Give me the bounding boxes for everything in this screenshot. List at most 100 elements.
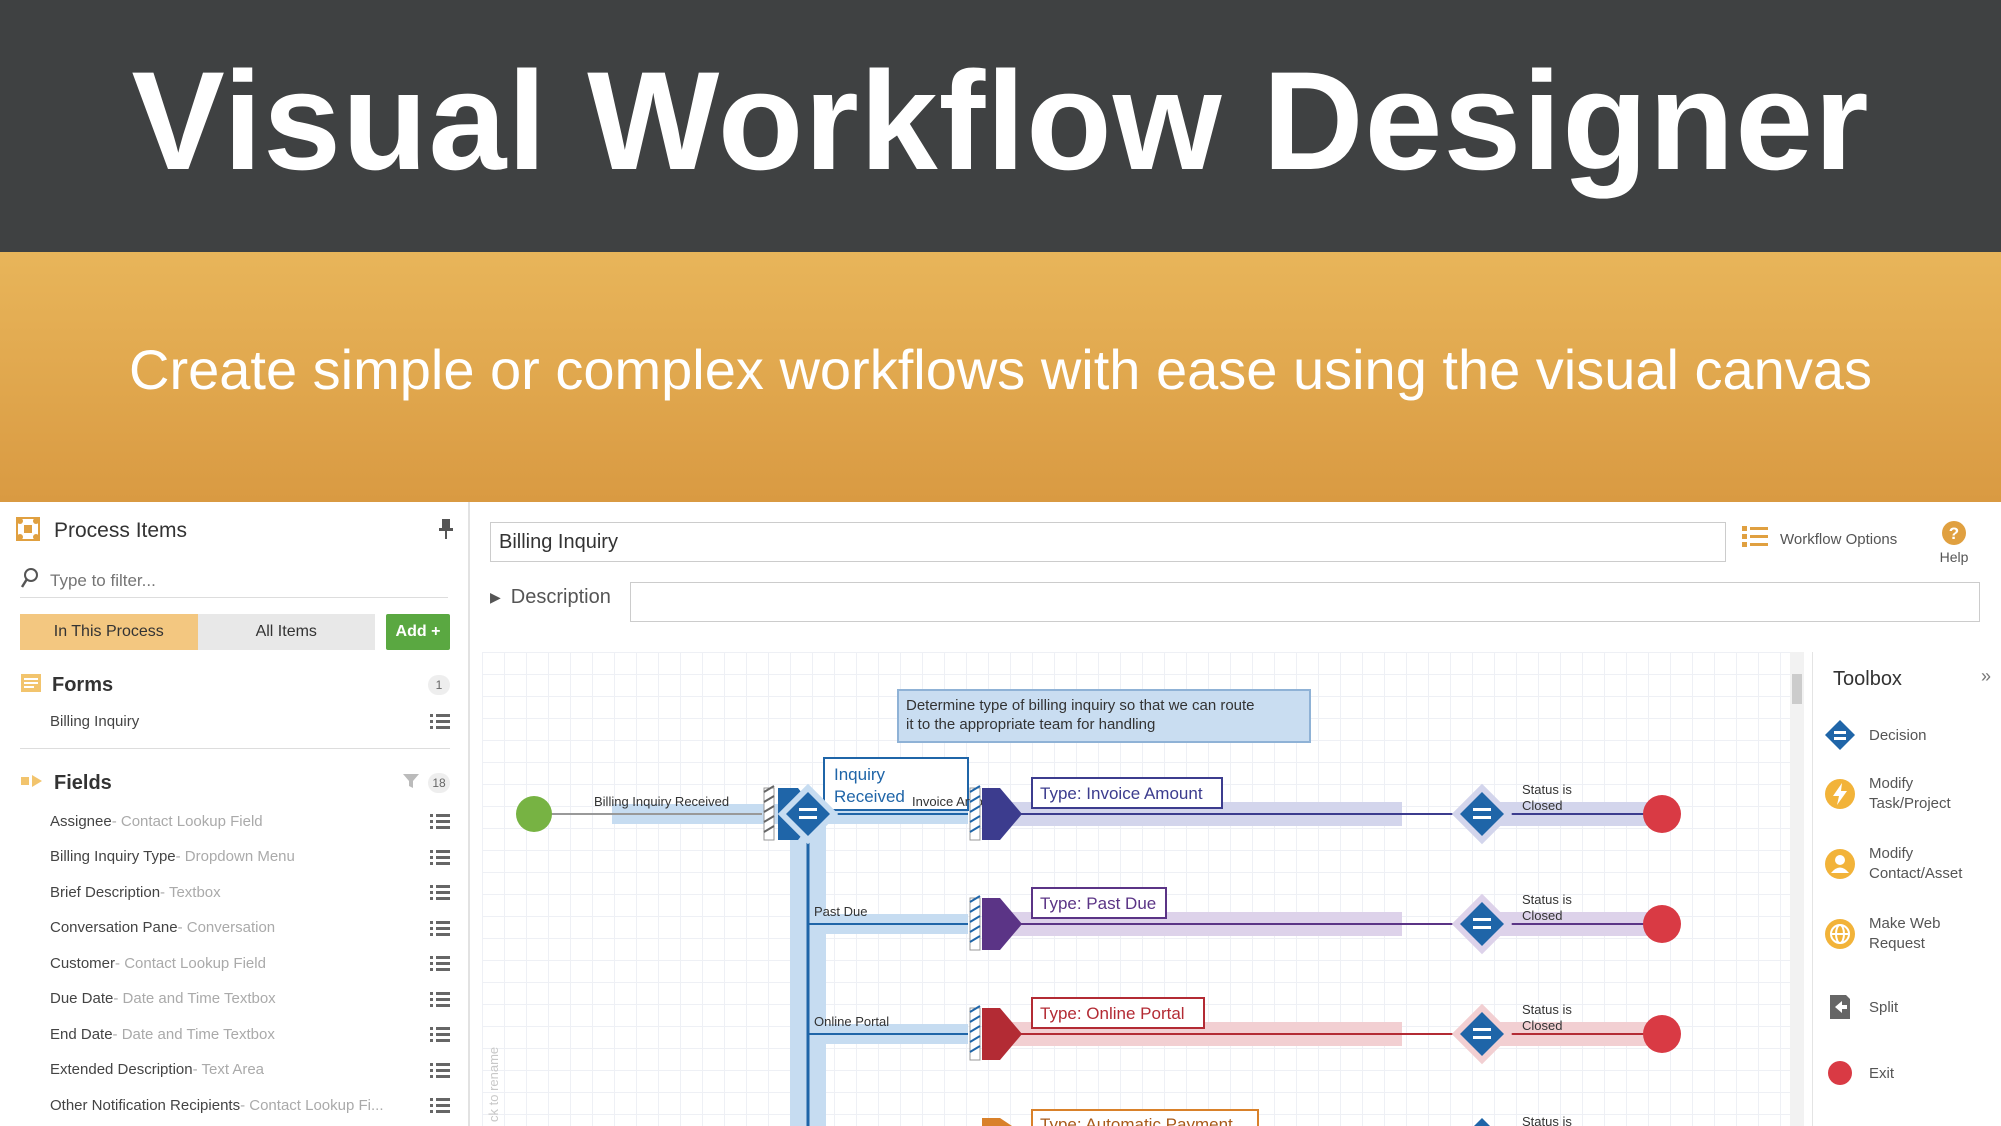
branch-label-past-due: Past Due bbox=[814, 904, 867, 919]
field-type: - Contact Lookup Fi... bbox=[240, 1096, 384, 1114]
toolbox-item-exit[interactable]: Exit bbox=[1823, 1056, 1998, 1090]
status-label-1a: Status is bbox=[1522, 782, 1572, 797]
list-icon[interactable] bbox=[430, 712, 450, 734]
field-row[interactable]: Assignee - Contact Lookup Field bbox=[50, 806, 450, 836]
globe-icon bbox=[1823, 917, 1857, 951]
type-label-automatic: Type: Automatic Payment bbox=[1040, 1115, 1233, 1126]
field-row[interactable]: Billing Inquiry Type - Dropdown Menu bbox=[50, 842, 450, 872]
canvas-scrollbar[interactable] bbox=[1790, 652, 1804, 1126]
tab-all-items[interactable]: All Items bbox=[197, 614, 375, 650]
end-node-3[interactable] bbox=[1643, 1015, 1681, 1053]
status-label-4a: Status is bbox=[1522, 1114, 1572, 1126]
end-node-1[interactable] bbox=[1643, 795, 1681, 833]
toolbox-item-split[interactable]: Split bbox=[1823, 990, 1998, 1024]
status-label-2b: Closed bbox=[1522, 908, 1562, 923]
list-icon[interactable] bbox=[430, 1096, 450, 1118]
help-label: Help bbox=[1939, 549, 1969, 565]
forms-section-header[interactable]: Forms 1 bbox=[20, 670, 450, 700]
list-icon[interactable] bbox=[430, 883, 450, 905]
field-type: - Contact Lookup Field bbox=[111, 812, 263, 830]
start-label: Billing Inquiry Received bbox=[594, 794, 729, 809]
workflow-options-button[interactable]: Workflow Options bbox=[1742, 524, 1897, 554]
list-icon[interactable] bbox=[430, 1025, 450, 1047]
field-type: - Contact Lookup Field bbox=[115, 954, 266, 972]
description-toggle[interactable]: ▶ Description bbox=[490, 586, 611, 609]
start-node[interactable] bbox=[516, 796, 552, 832]
status-label-1b: Closed bbox=[1522, 798, 1562, 813]
fields-label: Fields bbox=[54, 771, 112, 794]
field-name: Due Date bbox=[50, 990, 114, 1007]
lane-automatic-payment[interactable]: Type: Automatic Payment Status is bbox=[982, 1109, 1572, 1126]
field-row[interactable]: Brief Description - Textbox bbox=[50, 877, 450, 907]
help-button[interactable]: ? Help bbox=[1938, 520, 1970, 565]
field-row[interactable]: Due Date - Date and Time Textbox bbox=[50, 984, 450, 1014]
workflow-name-input[interactable]: Billing Inquiry bbox=[490, 522, 1726, 562]
scrollbar-thumb[interactable] bbox=[1792, 674, 1802, 704]
process-items-header: Process Items bbox=[14, 516, 454, 546]
fields-count-badge: 18 bbox=[428, 773, 450, 793]
pin-icon[interactable] bbox=[438, 518, 454, 546]
field-row[interactable]: End Date - Date and Time Textbox bbox=[50, 1019, 450, 1049]
field-type: - Date and Time Textbox bbox=[113, 990, 276, 1007]
field-row[interactable]: Extended Description - Text Area bbox=[50, 1055, 450, 1085]
field-name: Customer bbox=[50, 954, 116, 972]
lightning-icon bbox=[1823, 777, 1857, 811]
list-icon[interactable] bbox=[430, 812, 450, 834]
field-row[interactable]: Customer - Contact Lookup Field bbox=[50, 948, 450, 978]
person-icon bbox=[1823, 847, 1857, 881]
toolbox-collapse-button[interactable]: » bbox=[1980, 666, 1991, 686]
task-label-box[interactable]: Inquiry Received bbox=[823, 757, 969, 811]
note-box[interactable]: Determine type of billing inquiry so tha… bbox=[897, 689, 1311, 743]
field-name: End Date bbox=[50, 1025, 113, 1043]
forms-label: Forms bbox=[52, 673, 114, 696]
status-label-3a: Status is bbox=[1522, 1002, 1572, 1017]
scope-tabs: In This Process All Items bbox=[20, 614, 375, 650]
fields-icon bbox=[20, 772, 44, 795]
section-divider bbox=[20, 748, 450, 749]
field-type: - Date and Time Textbox bbox=[112, 1025, 275, 1043]
list-icon[interactable] bbox=[430, 1061, 450, 1083]
tab-in-this-process[interactable]: In This Process bbox=[20, 614, 198, 650]
fields-section-header[interactable]: Fields 18 bbox=[20, 768, 450, 798]
toolbox-title: Toolbox bbox=[1833, 668, 1902, 690]
type-label-online: Type: Online Portal bbox=[1040, 1004, 1185, 1023]
list-icon[interactable] bbox=[430, 954, 450, 976]
process-items-title: Process Items bbox=[54, 519, 188, 542]
filter-input[interactable] bbox=[50, 570, 430, 591]
process-items-panel: Process Items In This Process All Items … bbox=[0, 502, 470, 1126]
toolbox-item-label: Exit bbox=[1869, 1064, 1895, 1082]
lane-invoice-amount[interactable]: Type: Invoice Amount Status is Closed bbox=[969, 777, 1681, 845]
list-icon[interactable] bbox=[430, 848, 450, 870]
form-item[interactable]: Billing Inquiry bbox=[50, 706, 450, 736]
hero-header: Visual Workflow Designer bbox=[0, 0, 2001, 252]
toolbox-item-decision[interactable]: Decision bbox=[1823, 718, 1998, 752]
forms-count-badge: 1 bbox=[428, 675, 450, 695]
description-input[interactable] bbox=[630, 582, 1980, 622]
end-node-2[interactable] bbox=[1643, 905, 1681, 943]
toolbox-item-label: Split bbox=[1869, 998, 1899, 1016]
decision-node-type[interactable] bbox=[777, 783, 839, 845]
list-icon[interactable] bbox=[430, 919, 450, 941]
add-button[interactable]: Add + bbox=[386, 614, 450, 650]
split-icon bbox=[1823, 990, 1857, 1024]
field-name: Brief Description bbox=[50, 883, 161, 901]
lane-online-portal[interactable]: Type: Online Portal Status is Closed bbox=[969, 997, 1681, 1065]
forms-icon bbox=[20, 673, 42, 698]
list-icon[interactable] bbox=[430, 990, 450, 1012]
field-name: Assignee bbox=[50, 812, 112, 830]
description-label: Description bbox=[510, 586, 611, 608]
workflow-canvas[interactable]: ck to rename Determine type of billing i… bbox=[482, 652, 1794, 1126]
field-row[interactable]: Other Notification Recipients - Contact … bbox=[50, 1090, 450, 1120]
field-name: Extended Description bbox=[50, 1061, 193, 1078]
filter-funnel-icon[interactable] bbox=[402, 772, 420, 795]
type-label-past-due: Type: Past Due bbox=[1040, 894, 1156, 913]
lane-past-due[interactable]: Type: Past Due Status is Closed bbox=[969, 887, 1681, 955]
field-row[interactable]: Conversation Pane - Conversation bbox=[50, 913, 450, 943]
field-type: - Text Area bbox=[192, 1061, 265, 1078]
